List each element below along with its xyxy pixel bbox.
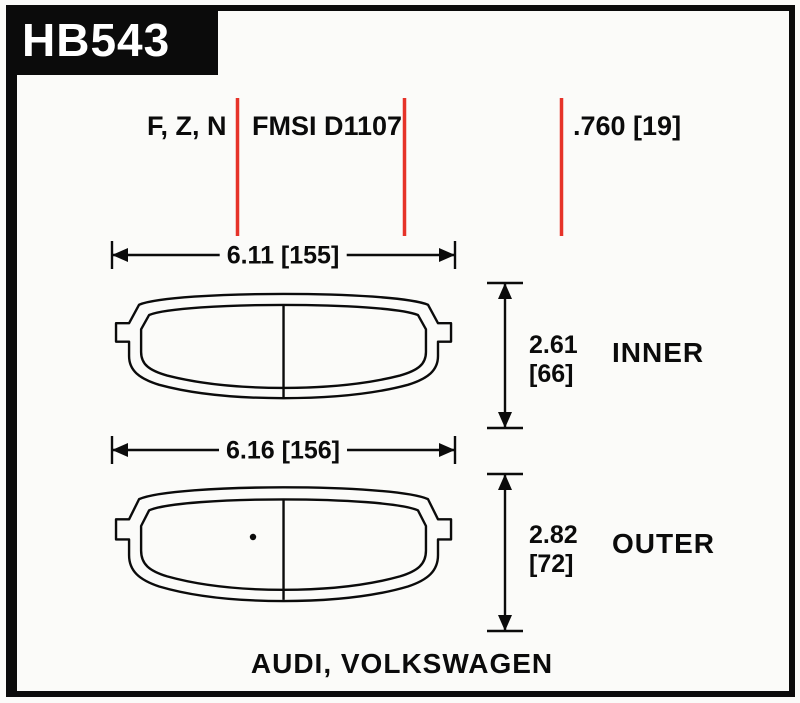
frame-left-bar [6,5,17,697]
inner-width-dimension-label: 6.11 [155] [219,243,347,269]
inner-pad-label: INNER [612,337,705,368]
inner-pad-drawing [116,294,451,398]
inner-height-mm-label: [66] [529,360,574,388]
part-code-box: HB543 [6,5,218,75]
fmsi-number-label: FMSI D1107 [252,111,403,141]
inner-pad-backing-outline [116,294,451,398]
outer-pad-surface-dot [249,533,257,541]
vehicle-applications-label: AUDI, VOLKSWAGEN [250,648,554,679]
pad-thickness-label: .760 [19] [573,111,682,141]
outer-height-dimension [487,472,523,633]
compound-codes-label: F, Z, N [147,111,227,141]
inner-pad-friction-outline [141,305,426,388]
frame-bottom-bar [6,691,795,697]
frame-right-bar [789,5,795,697]
part-code: HB543 [22,14,171,66]
frame-top-bar [6,5,795,11]
red-reference-lines [235,98,564,236]
outer-pad-drawing [116,487,451,601]
inner-height-dimension [487,281,523,430]
outer-pad-friction-outline [141,499,426,589]
outer-height-mm-label: [72] [529,550,574,578]
inner-height-value-label: 2.61 [529,331,578,359]
outer-height-value-label: 2.82 [529,521,578,549]
outer-pad-backing-outline [116,487,451,601]
outer-pad-label: OUTER [612,528,715,559]
outer-width-dimension-label: 6.16 [156] [219,438,347,464]
